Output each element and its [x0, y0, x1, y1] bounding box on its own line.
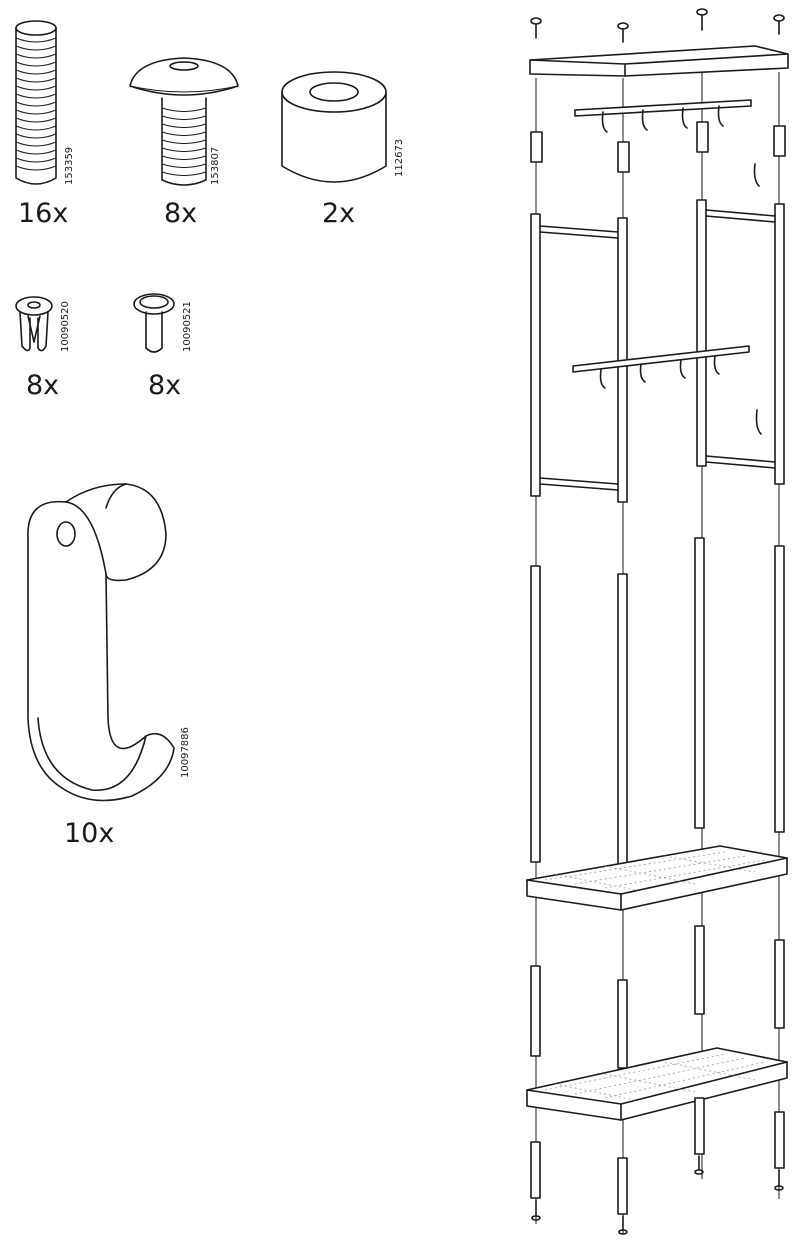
threaded-dowel-icon — [15, 20, 57, 185]
pin-icon — [133, 293, 175, 353]
part-code: 153807 — [210, 146, 221, 185]
part-quantity: 8x — [26, 370, 60, 401]
feet — [530, 1097, 785, 1215]
part-code: 10090520 — [60, 301, 71, 352]
assembly-diagram — [526, 8, 789, 1235]
part-quantity: 10x — [64, 818, 115, 849]
bottom-screws — [531, 1155, 784, 1235]
top-screws — [530, 8, 785, 43]
side-frame-right — [696, 199, 785, 485]
part-code: 153359 — [64, 146, 75, 185]
plastic-plug-icon — [15, 296, 53, 352]
bottom-shelf — [526, 1047, 788, 1121]
mushroom-screw-icon — [129, 57, 239, 186]
part-code: 112673 — [394, 138, 405, 177]
s-hook-icon — [27, 483, 175, 802]
side-frame-left — [530, 213, 628, 503]
part-code: 10090521 — [182, 301, 193, 352]
part-quantity: 2x — [322, 198, 356, 229]
short-tubes — [530, 925, 785, 1069]
part-quantity: 8x — [164, 198, 198, 229]
part-quantity: 16x — [18, 198, 69, 229]
top-shelf — [529, 45, 789, 77]
long-tubes — [530, 537, 785, 869]
cap-icon — [281, 71, 387, 183]
part-code: 10097886 — [180, 727, 191, 778]
hook-rail-top — [574, 99, 752, 133]
loose-hooks — [753, 163, 762, 435]
middle-shelf — [526, 845, 788, 911]
spacer-tubes-top — [530, 121, 786, 173]
hook-rail-middle — [572, 345, 750, 389]
part-quantity: 8x — [148, 370, 182, 401]
